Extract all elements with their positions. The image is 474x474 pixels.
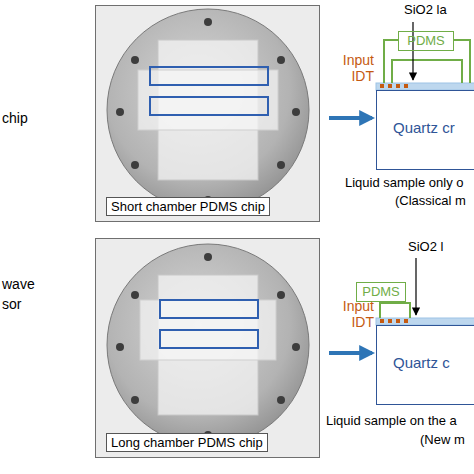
pointer-arrow [415, 258, 416, 315]
pdms-chip-body [140, 300, 276, 360]
layer-pointer-label: SiO2 la [404, 3, 447, 18]
aluminium-plate [107, 244, 309, 446]
mount-hole [204, 253, 212, 261]
mount-hole [277, 56, 285, 64]
photo-caption: Short chamber PDMS chip [106, 197, 270, 216]
idt-electrodes [380, 319, 408, 323]
photo-frame: Short chamber PDMS chip [95, 5, 320, 222]
photo-caption: Long chamber PDMS chip [106, 433, 268, 452]
idt-finger [404, 319, 408, 323]
photo-frame: Long chamber PDMS chip [95, 238, 320, 458]
pdms-chip-body [138, 70, 278, 130]
idt-finger [388, 84, 392, 88]
aluminium-plate [107, 9, 309, 211]
idt-finger [380, 319, 384, 323]
idt-label: Input IDT [330, 52, 374, 84]
cut-label: chip [2, 110, 28, 126]
sio2-layer [376, 318, 474, 325]
sio2-layer [376, 83, 474, 90]
method-note: (Classical m [395, 194, 466, 209]
cut-label: wave [2, 276, 35, 292]
cut-label: sor [2, 296, 21, 312]
layer-label: PDMS [399, 33, 453, 48]
idt-finger [380, 84, 384, 88]
chamber-outline [150, 97, 268, 115]
quartz-substrate: Quartz cr [376, 90, 474, 170]
idt-finger [396, 84, 400, 88]
flow-arrow [329, 351, 372, 355]
mount-hole [277, 396, 285, 404]
method-note: (New m [420, 433, 465, 448]
pdms-chamber [392, 60, 462, 83]
mount-hole [116, 343, 124, 351]
mount-holes [116, 18, 300, 204]
flow-arrow [329, 116, 372, 120]
pdms-chamber [380, 303, 410, 318]
chamber-outline [160, 300, 258, 318]
method-note: Liquid sample on the a [326, 414, 457, 429]
photo-background [95, 5, 320, 222]
substrate-label: Quartz cr [393, 119, 455, 136]
mount-hole [277, 161, 285, 169]
quartz-substrate: Quartz c [376, 325, 474, 405]
mount-hole [292, 108, 300, 116]
idt-label: Input IDT [330, 298, 374, 330]
idt-finger [404, 84, 408, 88]
mount-hole [277, 291, 285, 299]
mount-hole [131, 396, 139, 404]
photo-background [95, 238, 320, 458]
mount-hole [116, 108, 124, 116]
mount-hole [131, 161, 139, 169]
idt-finger [396, 319, 400, 323]
layer-label: PDMS [357, 284, 405, 299]
mount-hole [131, 291, 139, 299]
mount-hole [204, 18, 212, 26]
pdms-layer: PDMS [398, 31, 454, 51]
chamber-outline [150, 67, 268, 85]
mount-holes [116, 253, 300, 439]
idt-electrodes [380, 84, 408, 88]
chamber-outline [160, 330, 258, 348]
mount-hole [292, 343, 300, 351]
method-note: Liquid sample only o [345, 176, 464, 191]
mount-hole [131, 56, 139, 64]
layer-pointer-label: SiO2 l [408, 240, 443, 255]
substrate-label: Quartz c [393, 354, 450, 371]
idt-finger [388, 319, 392, 323]
